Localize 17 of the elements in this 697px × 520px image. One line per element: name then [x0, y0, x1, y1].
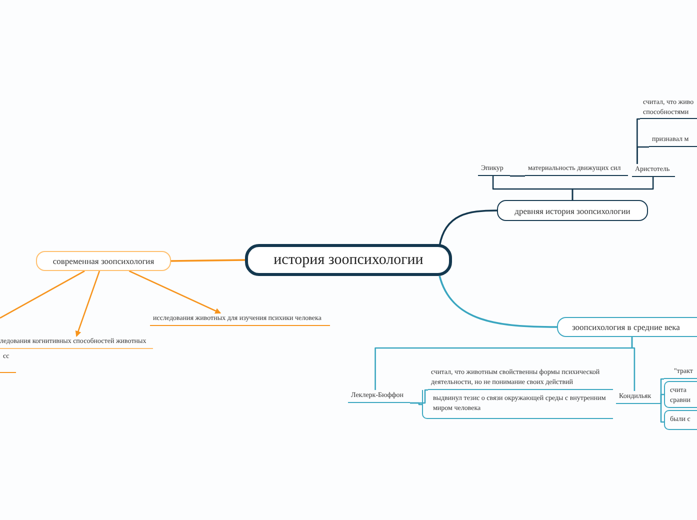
connector-line: [572, 177, 654, 200]
connector-line: [410, 402, 422, 406]
topic-box: современная зоопсихология: [36, 251, 171, 271]
connector-line: [0, 270, 85, 319]
connector-line: [660, 403, 664, 423]
connector-line: [631, 337, 636, 391]
connector-line: [438, 276, 557, 328]
arrow: [128, 270, 222, 314]
topic-box: древняя история зоопсихологии: [497, 200, 648, 221]
connector-line: [438, 210, 498, 246]
connector-line: [636, 146, 649, 164]
connector-line: [510, 175, 525, 177]
topic-box: зоопсихология в средние века: [557, 317, 697, 337]
arrow: [75, 270, 100, 337]
connector-line: [170, 259, 246, 262]
connector-line: [660, 394, 664, 405]
central-topic-box: история зоопсихологии: [245, 244, 452, 276]
